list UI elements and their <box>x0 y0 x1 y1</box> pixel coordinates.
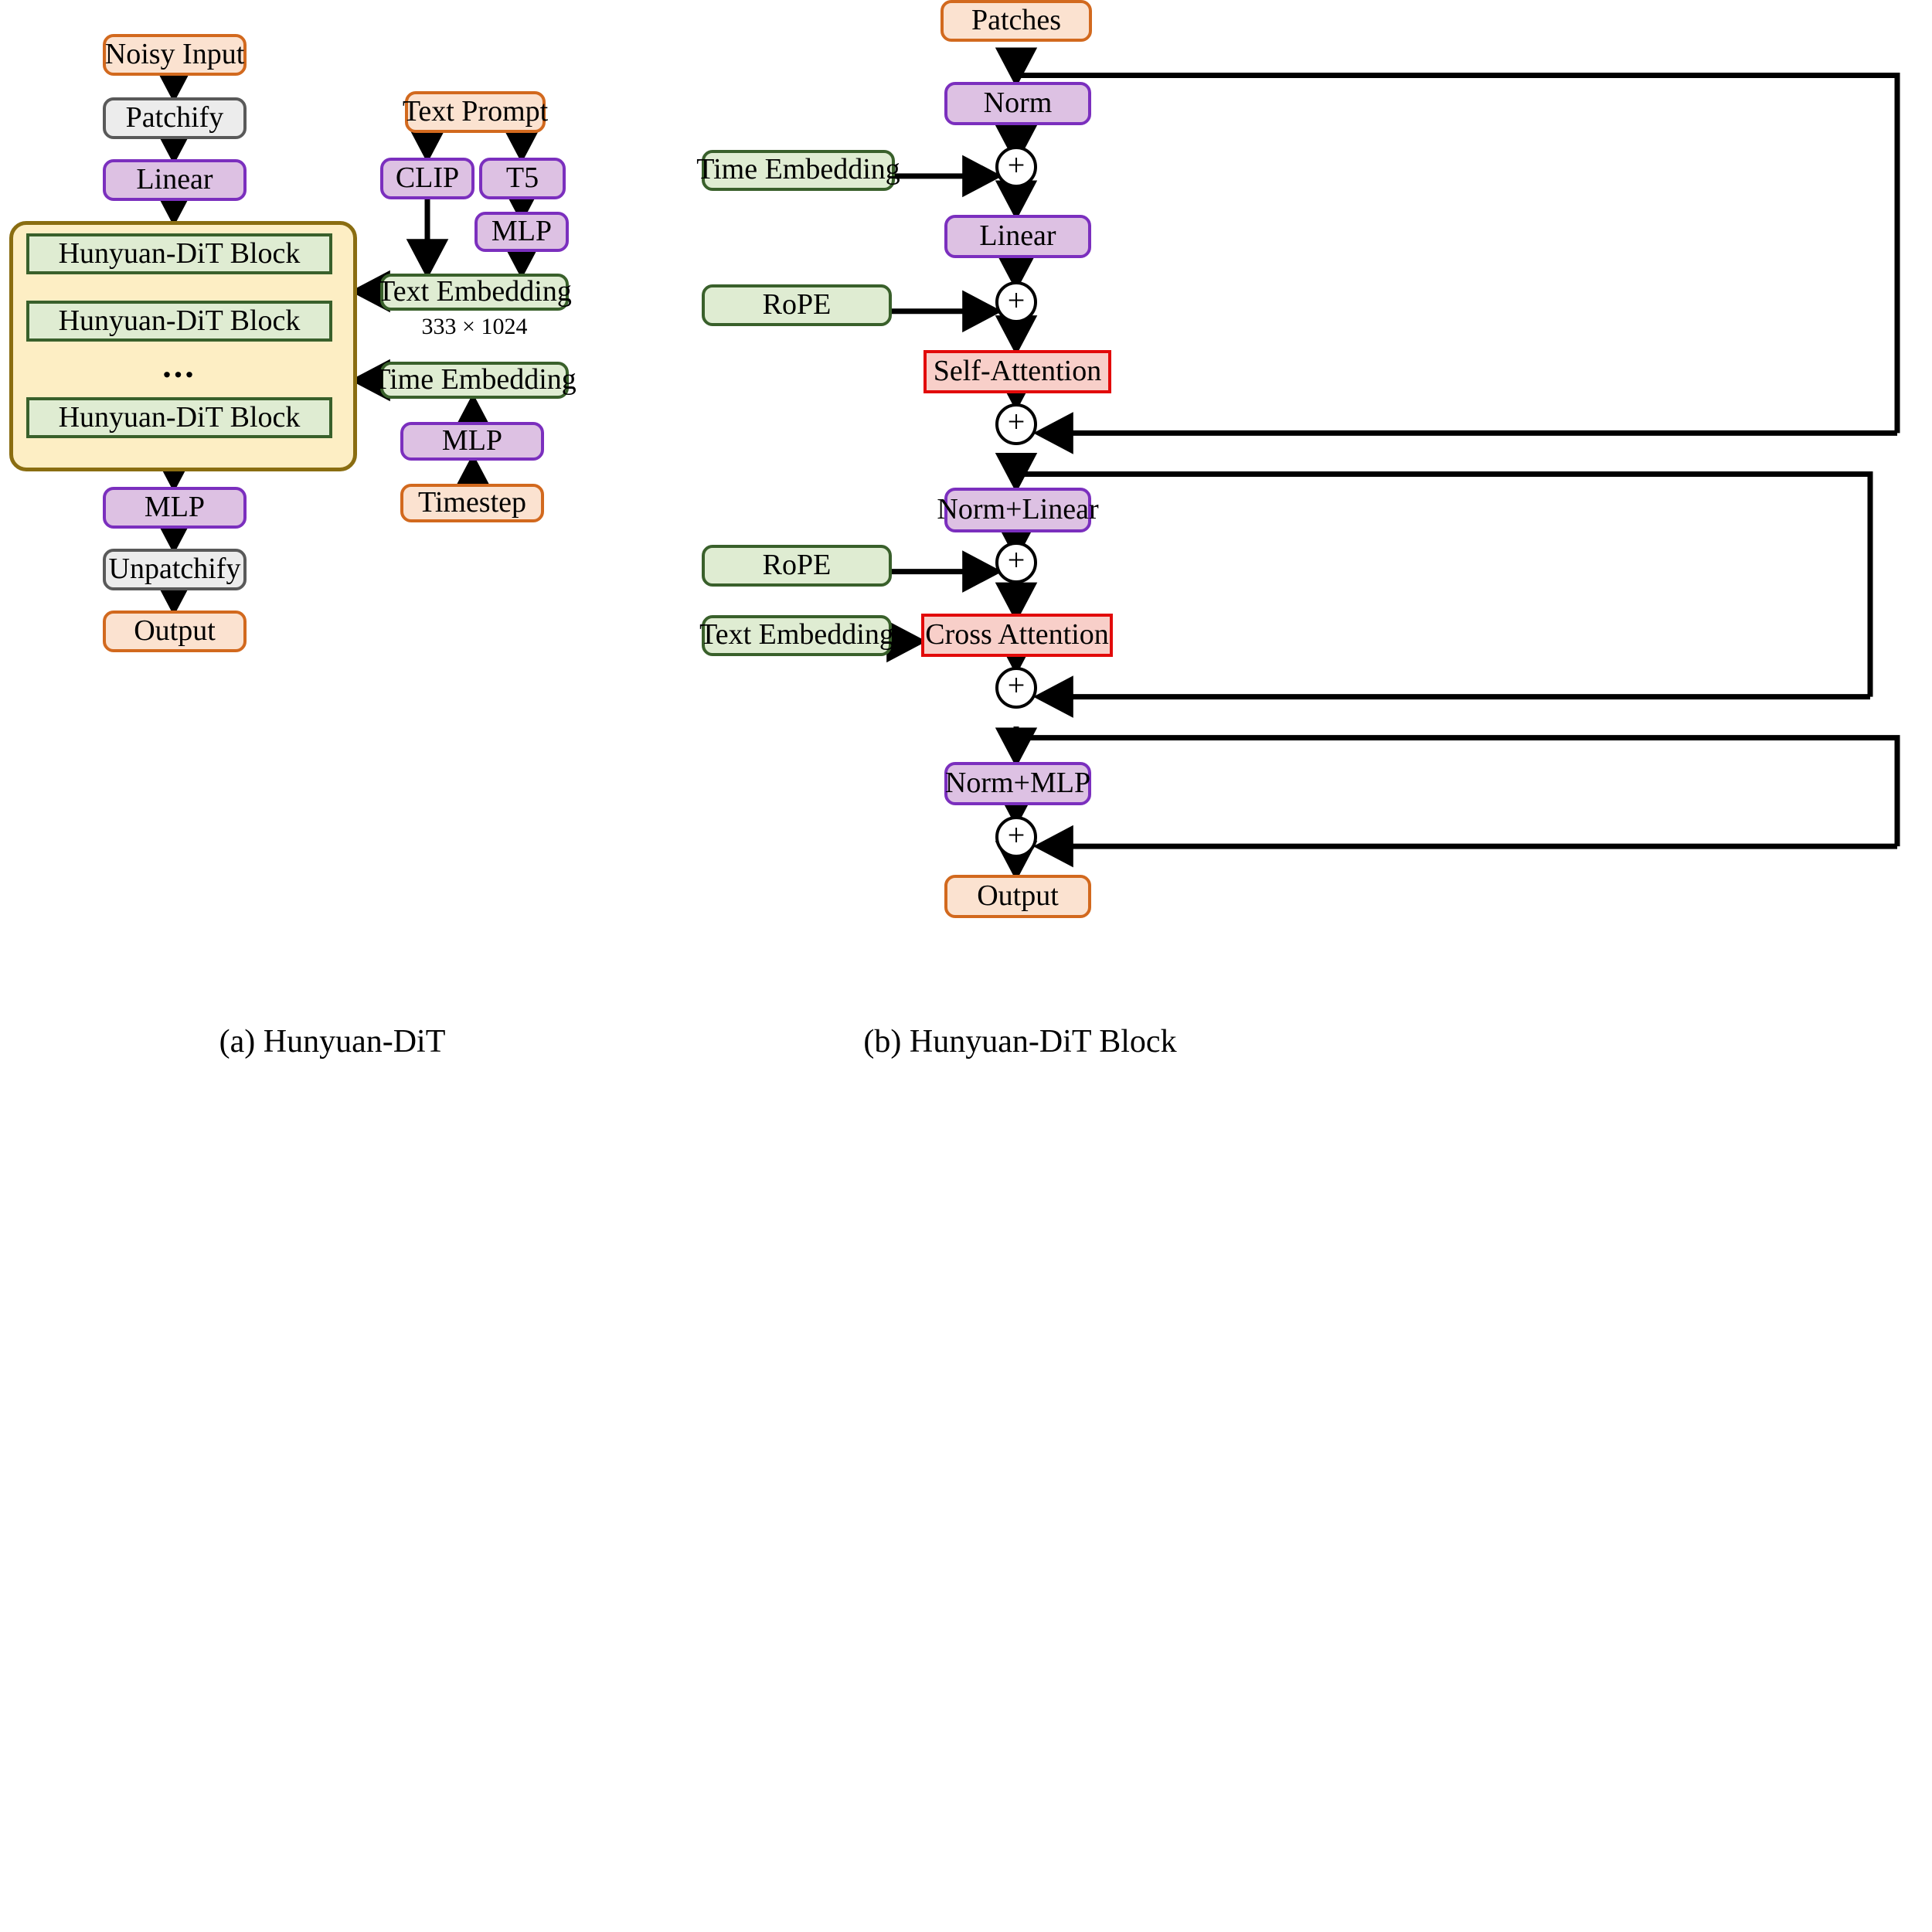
node-label: Time Embedding <box>372 363 577 396</box>
node-label: Text Prompt <box>402 95 549 128</box>
node-hunyuan-dit-block-2[interactable]: Hunyuan-DiT Block <box>26 301 332 342</box>
node-label: Patchify <box>125 101 224 134</box>
adder-skip2: + <box>995 666 1037 709</box>
caption-panel-b: (b) Hunyuan-DiT Block <box>850 1020 1190 1063</box>
node-text-embedding[interactable]: Text Embedding <box>377 274 572 311</box>
node-text-prompt[interactable]: Text Prompt <box>402 91 549 133</box>
node-b-time-embedding[interactable]: Time Embedding <box>696 149 900 192</box>
node-b-cross-attention[interactable]: Cross Attention <box>921 614 1113 657</box>
node-b-linear[interactable]: Linear <box>944 215 1091 258</box>
node-label: RoPE <box>762 549 832 582</box>
node-label: Linear <box>979 219 1056 253</box>
plus-symbol: + <box>1007 543 1026 578</box>
connector-layer <box>152 47 1900 881</box>
node-label: Noisy Input <box>104 38 245 71</box>
node-b-norm[interactable]: Norm <box>944 82 1091 125</box>
plus-symbol: + <box>1007 817 1026 852</box>
node-hunyuan-dit-block-1[interactable]: Hunyuan-DiT Block <box>26 233 332 274</box>
node-label: RoPE <box>762 288 832 321</box>
adder-rope1: + <box>995 281 1037 324</box>
node-label: Hunyuan-DiT Block <box>58 304 301 337</box>
node-b-output[interactable]: Output <box>944 875 1091 919</box>
adder-rope2: + <box>995 541 1037 583</box>
plus-symbol: + <box>1007 668 1026 703</box>
node-patchify[interactable]: Patchify <box>103 97 247 139</box>
node-b-patches[interactable]: Patches <box>940 0 1092 42</box>
node-label: Timestep <box>417 486 527 519</box>
node-label: Text Embedding <box>377 275 572 308</box>
node-label: Output <box>134 614 216 648</box>
plus-symbol: + <box>1007 147 1026 182</box>
node-label: Text Embedding <box>699 618 894 651</box>
adder-skip1: + <box>995 403 1037 445</box>
node-b-rope-2[interactable]: RoPE <box>702 545 892 587</box>
node-time-embedding[interactable]: Time Embedding <box>372 362 577 399</box>
node-mlp-out[interactable]: MLP <box>103 487 247 529</box>
node-unpatchify[interactable]: Unpatchify <box>103 549 247 590</box>
node-label: Norm <box>983 87 1053 120</box>
node-b-norm-linear[interactable]: Norm+Linear <box>937 487 1099 532</box>
plus-symbol: + <box>1007 282 1026 318</box>
ellipsis-label: ... <box>162 345 196 385</box>
node-label: Hunyuan-DiT Block <box>58 236 301 270</box>
node-b-text-embedding[interactable]: Text Embedding <box>699 614 894 657</box>
caption-text: (a) Hunyuan-DiT <box>219 1024 446 1060</box>
node-b-norm-mlp[interactable]: Norm+MLP <box>944 762 1091 806</box>
node-timestep[interactable]: Timestep <box>400 484 544 522</box>
node-label: MLP <box>144 491 206 524</box>
node-label: Norm+MLP <box>944 767 1091 800</box>
node-label: Hunyuan-DiT Block <box>58 400 301 434</box>
node-label: Norm+Linear <box>937 492 1099 526</box>
node-b-rope-1[interactable]: RoPE <box>702 284 892 327</box>
node-mlp-time[interactable]: MLP <box>400 422 544 461</box>
node-label: Unpatchify <box>108 553 241 586</box>
node-hunyuan-dit-block-n[interactable]: Hunyuan-DiT Block <box>26 397 332 438</box>
node-linear[interactable]: Linear <box>103 159 247 201</box>
node-label: CLIP <box>395 162 460 195</box>
shape-value: 333 × 1024 <box>421 314 528 339</box>
node-t5[interactable]: T5 <box>479 158 566 199</box>
node-noisy-input[interactable]: Noisy Input <box>103 34 247 76</box>
node-b-self-attention[interactable]: Self-Attention <box>923 349 1111 393</box>
node-output[interactable]: Output <box>103 611 247 652</box>
node-label: Self-Attention <box>933 354 1102 387</box>
block-stack-ellipsis: ... <box>26 345 332 385</box>
adder-skip3: + <box>995 816 1037 859</box>
node-label: T5 <box>505 162 539 195</box>
adder-time: + <box>995 146 1037 189</box>
node-label: Cross Attention <box>925 618 1109 651</box>
node-label: Output <box>977 879 1059 913</box>
node-label: MLP <box>491 215 553 248</box>
plus-symbol: + <box>1007 404 1026 440</box>
node-clip[interactable]: CLIP <box>380 158 474 199</box>
node-label: Time Embedding <box>696 153 900 186</box>
node-label: Linear <box>136 163 213 196</box>
node-mlp-t5[interactable]: MLP <box>474 212 569 252</box>
caption-text: (b) Hunyuan-DiT Block <box>863 1024 1177 1060</box>
caption-panel-a: (a) Hunyuan-DiT <box>178 1020 487 1063</box>
text-embedding-shape-label: 333 × 1024 <box>380 314 569 340</box>
node-label: MLP <box>441 424 503 457</box>
node-label: Patches <box>971 3 1062 36</box>
